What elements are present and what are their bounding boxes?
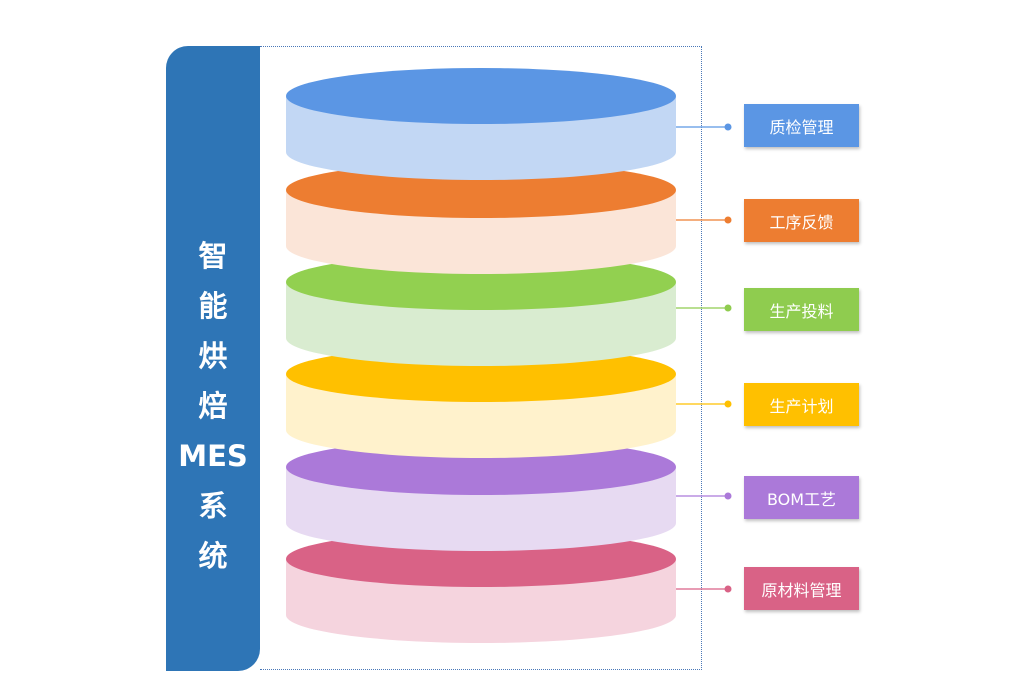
title-char: 智	[198, 239, 228, 273]
title-char: MES	[178, 439, 248, 473]
title-char: 统	[198, 539, 228, 573]
layer-top	[286, 68, 676, 124]
connector-dot	[724, 216, 732, 224]
label-quality-inspection: 质检管理	[744, 104, 859, 147]
system-title: 智 能 烘 焙 MES 系 统	[166, 231, 260, 581]
connector-dot	[724, 123, 732, 131]
label-bom-process: BOM工艺	[744, 476, 859, 519]
connector-dot	[724, 492, 732, 500]
title-char: 烘	[198, 339, 228, 373]
title-char: 能	[198, 289, 228, 323]
layer-quality-inspection	[286, 68, 676, 180]
label-production-feeding: 生产投料	[744, 288, 859, 331]
connector-dot	[724, 304, 732, 312]
connector-dot	[724, 585, 732, 593]
connector-dot	[724, 400, 732, 408]
title-char: 系	[198, 489, 228, 523]
label-raw-material: 原材料管理	[744, 567, 859, 610]
label-production-plan: 生产计划	[744, 383, 859, 426]
title-char: 焙	[198, 389, 228, 423]
title-bar: 智 能 烘 焙 MES 系 统	[166, 46, 260, 671]
diagram-frame	[260, 46, 702, 670]
label-process-feedback: 工序反馈	[744, 199, 859, 242]
